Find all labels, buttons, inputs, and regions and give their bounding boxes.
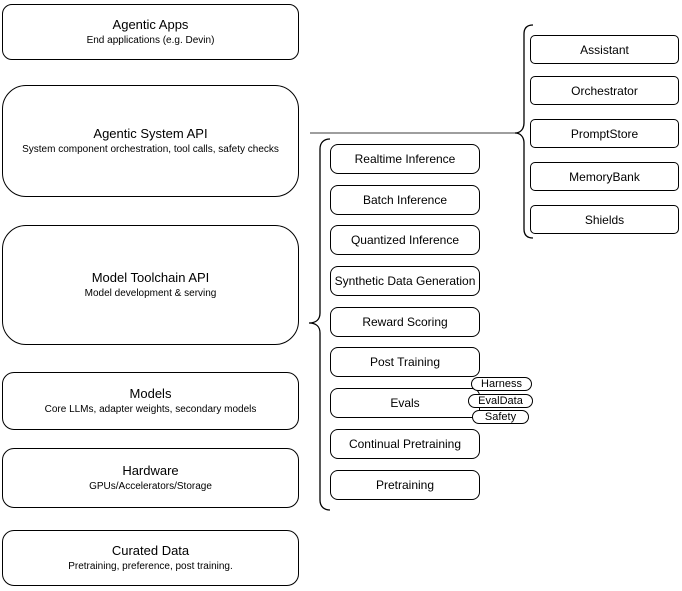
node-evals: Evals: [330, 388, 480, 418]
node-subtitle: Model development & serving: [84, 288, 217, 299]
node-title: Model Toolchain API: [91, 270, 210, 285]
node-subtitle: GPUs/Accelerators/Storage: [89, 481, 212, 492]
node-shields: Shields: [530, 205, 679, 234]
node-title: Curated Data: [111, 543, 190, 558]
node-memorybank: MemoryBank: [530, 162, 679, 191]
node-orchestrator: Orchestrator: [530, 76, 679, 105]
node-subtitle: Core LLMs, adapter weights, secondary mo…: [44, 404, 257, 415]
node-curated-data: Curated Data Pretraining, preference, po…: [2, 530, 299, 586]
pill-safety: Safety: [472, 410, 529, 424]
node-subtitle: System component orchestration, tool cal…: [22, 144, 279, 155]
toolchain-capabilities-brace: [308, 138, 331, 511]
node-subtitle: Pretraining, preference, post training.: [68, 561, 233, 572]
node-title: Agentic Apps: [112, 17, 189, 32]
node-continual-pretraining: Continual Pretraining: [330, 429, 480, 459]
node-title: Hardware: [122, 463, 179, 478]
pill-harness: Harness: [471, 377, 532, 391]
node-assistant: Assistant: [530, 35, 679, 64]
node-promptstore: PromptStore: [530, 119, 679, 148]
node-agentic-system-api: Agentic System API System component orch…: [2, 85, 299, 197]
node-models: Models Core LLMs, adapter weights, secon…: [2, 372, 299, 430]
node-batch-inference: Batch Inference: [330, 185, 480, 215]
node-reward-scoring: Reward Scoring: [330, 307, 480, 337]
node-model-toolchain-api: Model Toolchain API Model development & …: [2, 225, 299, 345]
node-quantized-inference: Quantized Inference: [330, 225, 480, 255]
node-post-training: Post Training: [330, 347, 480, 377]
node-title: Agentic System API: [93, 126, 208, 141]
node-subtitle: End applications (e.g. Devin): [86, 35, 215, 46]
node-synthetic-data-generation: Synthetic Data Generation: [330, 266, 480, 296]
node-agentic-apps: Agentic Apps End applications (e.g. Devi…: [2, 4, 299, 60]
node-hardware: Hardware GPUs/Accelerators/Storage: [2, 448, 299, 508]
node-pretraining: Pretraining: [330, 470, 480, 500]
node-realtime-inference: Realtime Inference: [330, 144, 480, 174]
node-title: Models: [129, 386, 172, 401]
pill-evaldata: EvalData: [468, 394, 533, 408]
